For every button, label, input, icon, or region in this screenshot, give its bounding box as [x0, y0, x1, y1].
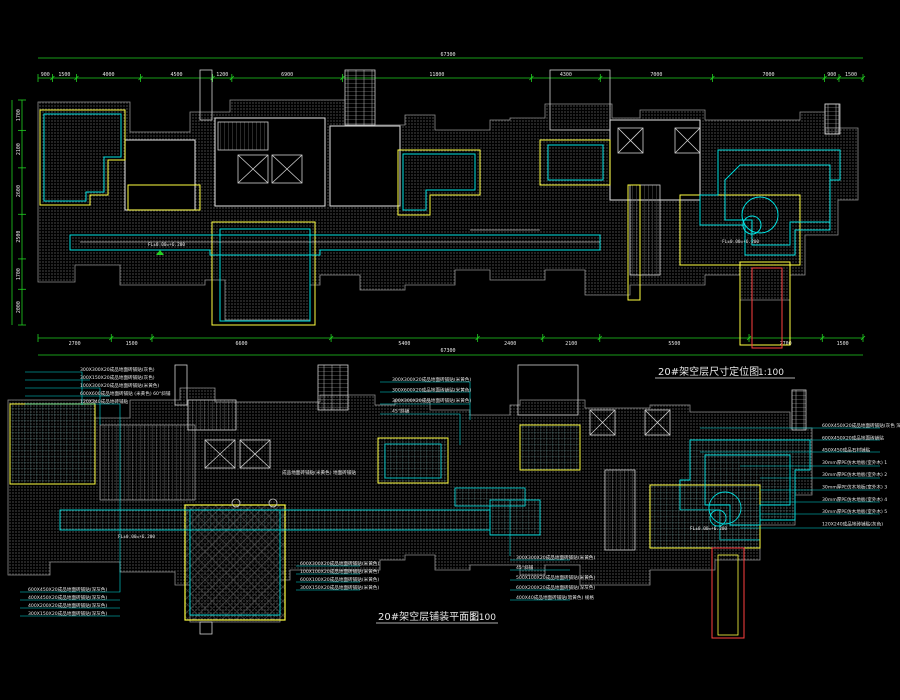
paving-note: 300X300X20成品地面砖铺贴(米黄色): [392, 397, 471, 404]
plan1-overall-top: 67300: [440, 52, 455, 58]
top-dimension-label: 7000: [650, 72, 662, 78]
paving-note: 400X200X20成品地面砖铺贴(深灰色): [28, 602, 107, 609]
paving-note: 300X300X20成品地面砖铺贴(米黄色): [516, 554, 595, 561]
top-dimension-label: 6900: [281, 72, 293, 78]
plan2-level-label-right: FL±0.00=+6.200: [690, 526, 727, 532]
paving-note: 400X450X20成品地面砖铺贴(深灰色): [28, 594, 107, 601]
plan1-level-label-right: FL±0.00=+6.200: [722, 239, 759, 245]
paving-note: 300X300X20成品地面砖铺贴(灰色): [80, 366, 155, 373]
left-dimension-label: 2100: [16, 143, 22, 155]
paving-note: 300X150X20成品地面砖铺贴(米黄色): [300, 584, 379, 591]
paving-note: 45°斜铺: [516, 564, 534, 571]
paving-note: 30mm厚PE仿木地板(室外木) 1: [822, 459, 887, 466]
paving-note: 600X600成品地面砖铺贴 (米黄色) 60°斜铺: [80, 390, 171, 397]
plan1-scale: 1:100: [758, 368, 784, 378]
paving-plan: FL±0.00=+6.200 FL±0.00=+6.200 300X300X20…: [7, 364, 900, 639]
paving-note: 450X450成品石材铺贴: [822, 447, 871, 454]
left-dimension-label: 2600: [16, 185, 22, 197]
plan2-scale: 1:100: [470, 613, 496, 623]
paving-note: 120X240成品地砖铺贴(灰色): [822, 520, 883, 527]
paving-note: 30mm厚PE仿木地板(室外木) 4: [822, 496, 887, 503]
dimension-plan: 900 1500 4000 4500 1200 6900 11800 4300 7000 7000…: [11, 52, 866, 379]
paving-note: 30mm厚PE仿木地板(室外木) 2: [822, 471, 887, 478]
paving-note: 300X300X20成品地面砖铺贴(米黄色): [392, 376, 471, 383]
bottom-dimension-label: 2100: [565, 341, 577, 347]
note-mid-left: 成品地面砖铺贴(米黄色) 地面砖铺贴: [282, 469, 356, 476]
plan1-title: 20#架空层尺寸定位图: [658, 365, 759, 378]
top-dimension-label: 4000: [102, 72, 114, 78]
left-dimension-label: 1700: [16, 109, 22, 121]
top-dimension-label: 4500: [171, 72, 183, 78]
paving-note: 30mm厚PE仿木地板(室外木) 5: [822, 508, 887, 515]
top-dimension-label: 1200: [216, 72, 228, 78]
left-dimension-label: 1700: [16, 268, 22, 280]
plan1-overall-bottom: 67300: [440, 348, 455, 354]
paving-note: 600X450X20成品地面砖铺贴: [822, 434, 884, 441]
bottom-dimension-label: 6600: [236, 341, 248, 347]
paving-note: 600X200X20成品地面砖铺贴(深灰色): [516, 584, 595, 591]
top-dimension-label: 900: [827, 72, 836, 78]
top-dimension-label: 900: [41, 72, 50, 78]
plan1-level-label: FL±0.00=+6.200: [148, 242, 185, 248]
paving-note: 600X300X20成品地面砖铺贴(米黄色): [300, 560, 379, 567]
top-dimension-label: 11800: [429, 72, 444, 78]
top-dimension-label: 7000: [762, 72, 774, 78]
top-dimension-label: 1500: [845, 72, 857, 78]
top-dimension-label: 1500: [58, 72, 70, 78]
bottom-dimension-label: 5500: [668, 341, 680, 347]
paving-note: 600X450X20成品地面砖铺贴(深灰色): [28, 586, 107, 593]
bottom-dimension-label: 2700: [780, 341, 792, 347]
paving-note: 100X100X20成品地面砖铺贴(米黄色): [300, 568, 379, 575]
paving-note: 100X300X20成品地面砖铺贴(米黄色): [80, 382, 159, 389]
left-dimension-label: 2000: [16, 301, 22, 313]
plan2-level-label: FL±0.00=+6.200: [118, 534, 155, 540]
paving-note: 300X150X20成品地面砖铺贴(灰色): [80, 374, 155, 381]
bottom-dimension-label: 5400: [398, 341, 410, 347]
bottom-dimension-label: 2700: [69, 341, 81, 347]
paving-note: 500X100X20成品地面砖铺贴(米黄色): [516, 574, 595, 581]
paving-note: 120X240成品地砖铺贴: [80, 398, 129, 405]
paving-note: 300X600X20成品地面砖铺贴(米黄色): [392, 387, 471, 394]
paving-note: 600X100X20成品地面砖铺贴(米黄色): [300, 576, 379, 583]
paving-note: 300X150X20成品地面砖铺贴(深灰色): [28, 610, 107, 617]
bottom-dimension-label: 2400: [504, 341, 516, 347]
bottom-dimension-label: 1500: [837, 341, 849, 347]
paving-note: 45°斜铺: [392, 408, 410, 415]
plan2-title: 20#架空层铺装平面图: [378, 610, 479, 623]
left-dimension-label: 2500: [16, 231, 22, 243]
bottom-dimension-label: 1500: [126, 341, 138, 347]
top-dimension-label: 4300: [560, 72, 572, 78]
paving-note: 600X450X20成品地面砖铺贴(灰色 深灰色): [822, 422, 900, 429]
paving-note: 30mm厚PE仿木地板(室外木) 3: [822, 484, 887, 491]
paving-note: 400X40成品地面砖铺贴(暗黄色) 规格: [516, 594, 594, 601]
